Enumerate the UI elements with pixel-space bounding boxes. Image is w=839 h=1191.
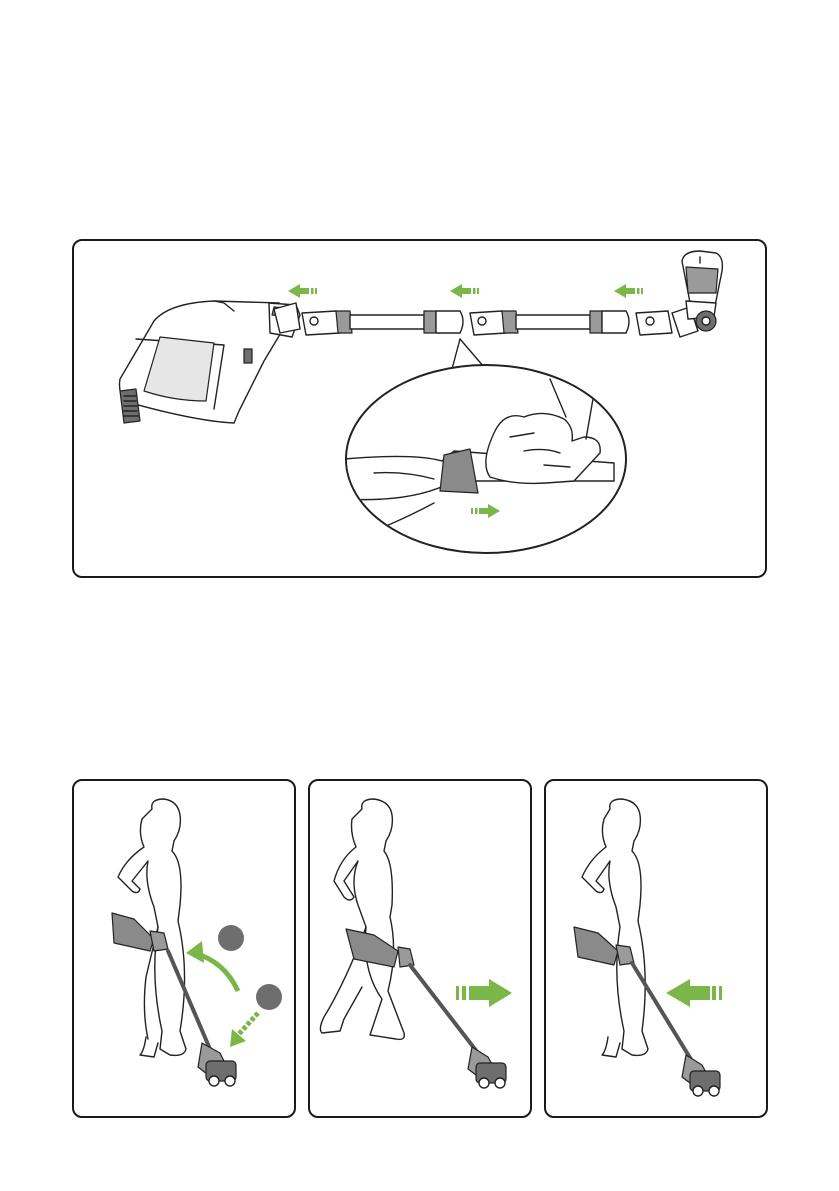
- extension-tube-1: [302, 311, 463, 335]
- step-badge-1: [218, 925, 244, 951]
- tube-assembly-illustration: [74, 241, 767, 578]
- usage-step-panel-2: [308, 779, 532, 1118]
- push-forward-arrow: [456, 979, 512, 1007]
- person-lifting-vacuum-illustration: [74, 781, 296, 1118]
- stick-vacuum: [574, 927, 720, 1096]
- floor-head-attachment: [636, 251, 722, 337]
- person-figure: [582, 799, 648, 1057]
- person-pulling-vacuum-illustration: [546, 781, 768, 1118]
- slide-left-arrow-1: [288, 284, 317, 298]
- push-down-arrow: [230, 1013, 258, 1047]
- handheld-vacuum-body: [120, 301, 301, 423]
- tube-assembly-panel: [72, 239, 767, 578]
- slide-left-arrow-2: [450, 284, 479, 298]
- extension-tube-2: [470, 311, 629, 335]
- pull-back-arrow: [666, 979, 722, 1007]
- person-pushing-vacuum-illustration: [310, 781, 532, 1118]
- logo-icon: [244, 349, 252, 363]
- step-badge-2: [256, 984, 282, 1010]
- slide-left-arrow-3: [614, 284, 643, 298]
- stick-vacuum: [346, 929, 506, 1088]
- usage-step-panel-1: [72, 779, 296, 1118]
- person-figure: [320, 799, 404, 1039]
- usage-step-panel-3: [544, 779, 768, 1118]
- release-latch-detail: [344, 365, 626, 553]
